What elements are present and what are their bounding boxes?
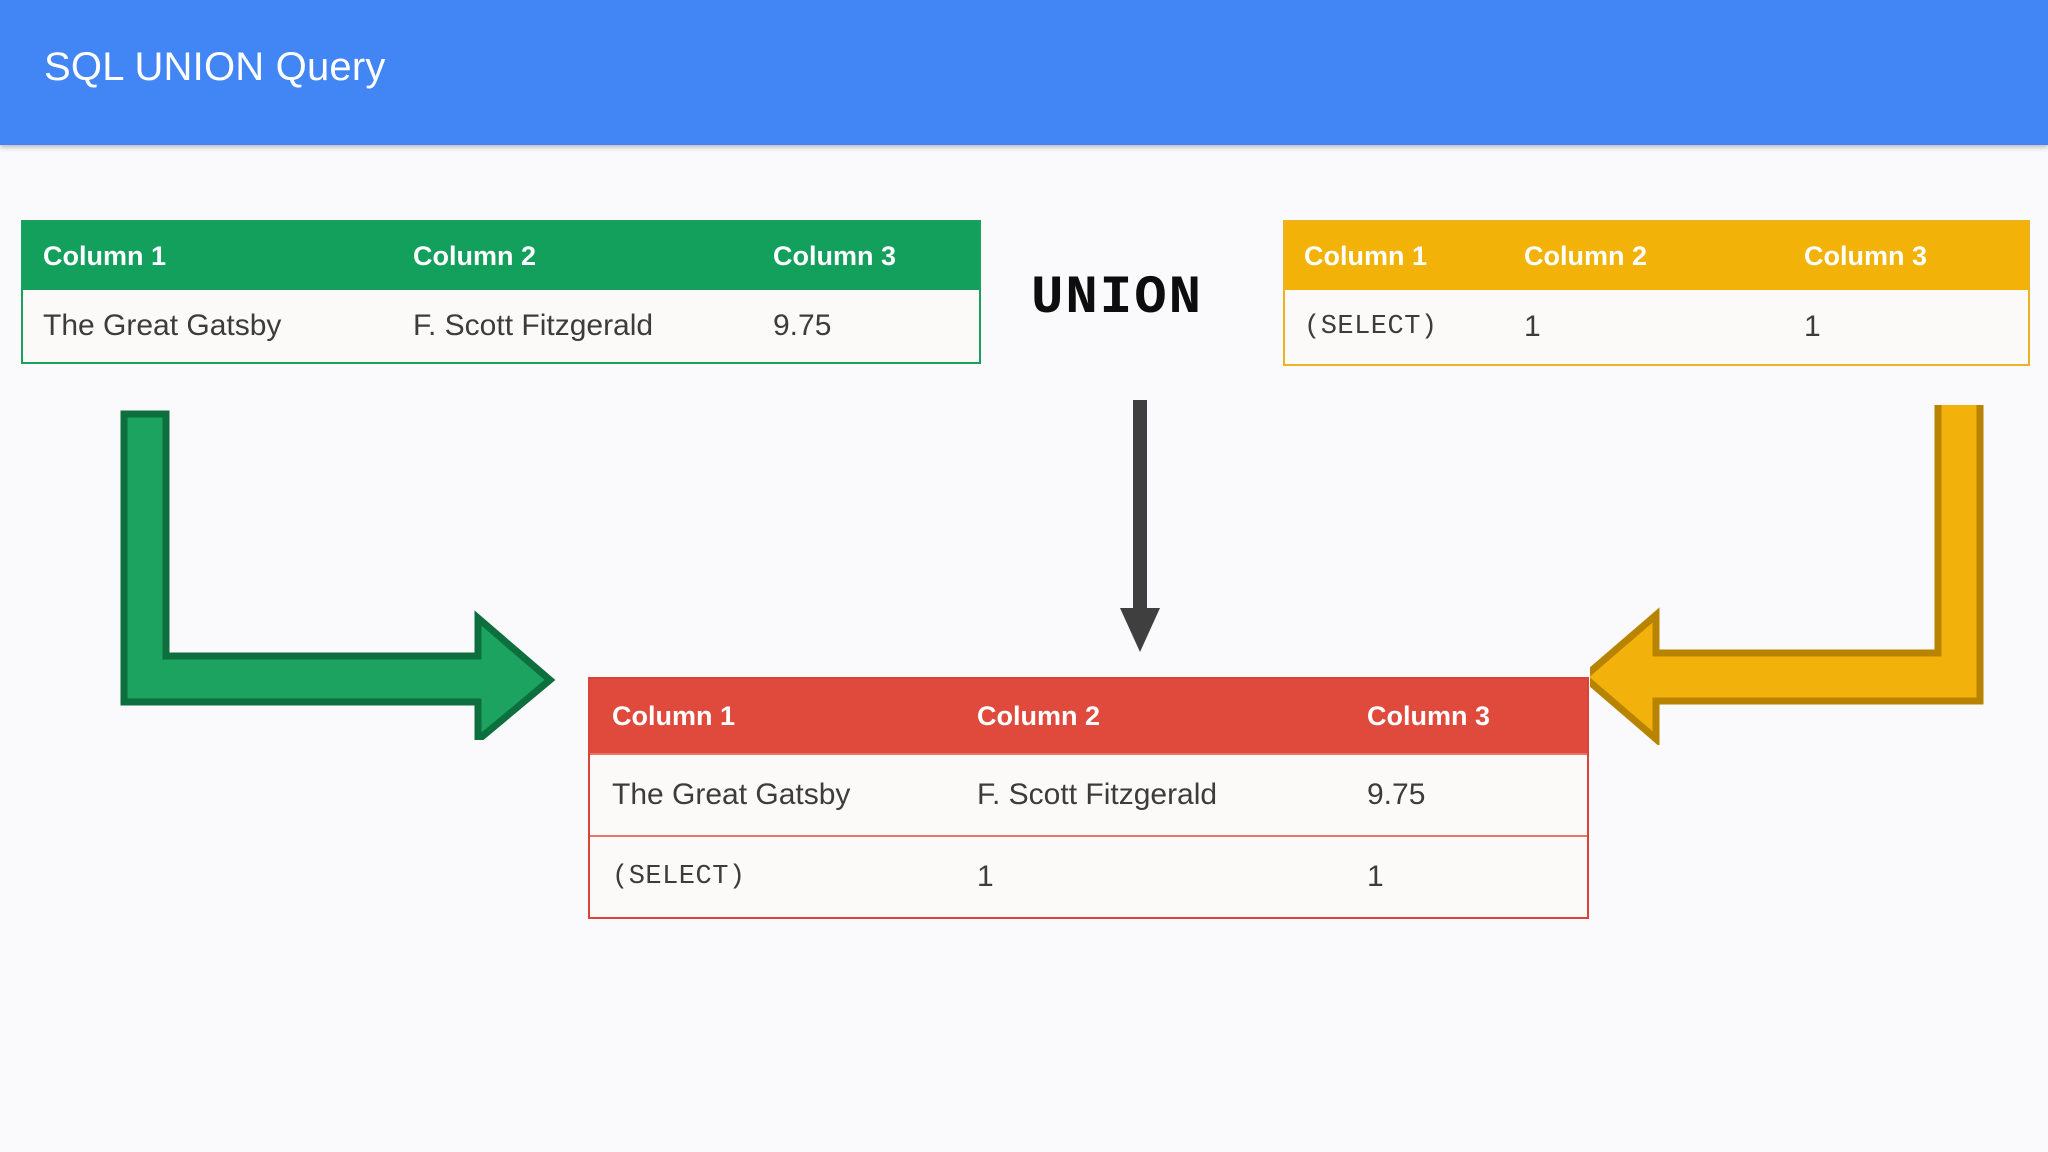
table-row: The Great Gatsby F. Scott Fitzgerald 9.7… — [23, 290, 979, 362]
column-header: Column 3 — [773, 240, 897, 271]
column-header: Column 1 — [1304, 240, 1428, 271]
table-cell: 1 — [1367, 860, 1384, 893]
table-row: (SELECT) 1 1 — [590, 835, 1587, 917]
yellow-elbow-arrow-icon — [1590, 405, 1984, 745]
left-source-table: Column 1 Column 2 Column 3 The Great Gat… — [21, 220, 981, 364]
column-header: Column 2 — [413, 240, 537, 271]
page-title: SQL UNION Query — [44, 45, 386, 89]
column-header: Column 3 — [1367, 700, 1491, 731]
table-cell: (SELECT) — [1304, 312, 1438, 342]
table-cell: 1 — [1524, 310, 1541, 343]
table-header-row: Column 1 Column 2 Column 3 — [1285, 222, 2028, 290]
column-header: Column 2 — [977, 700, 1101, 731]
result-table: Column 1 Column 2 Column 3 The Great Gat… — [588, 677, 1589, 919]
union-down-arrow-icon — [1120, 400, 1160, 652]
column-header: Column 1 — [612, 700, 736, 731]
green-elbow-arrow-icon — [120, 410, 556, 740]
right-source-table: Column 1 Column 2 Column 3 (SELECT) 1 1 — [1283, 220, 2030, 366]
table-cell: The Great Gatsby — [612, 778, 851, 811]
union-operator-label: UNION — [1031, 268, 1204, 329]
table-cell: The Great Gatsby — [43, 309, 282, 342]
table-cell: 1 — [1804, 310, 1821, 343]
table-row: The Great Gatsby F. Scott Fitzgerald 9.7… — [590, 753, 1587, 835]
table-header-row: Column 1 Column 2 Column 3 — [590, 679, 1587, 753]
table-cell: 9.75 — [1367, 778, 1426, 811]
app-header-bar: SQL UNION Query — [0, 0, 2048, 145]
column-header: Column 3 — [1804, 240, 1928, 271]
table-header-row: Column 1 Column 2 Column 3 — [23, 222, 979, 290]
table-cell: F. Scott Fitzgerald — [977, 778, 1218, 811]
column-header: Column 2 — [1524, 240, 1648, 271]
table-cell: F. Scott Fitzgerald — [413, 309, 654, 342]
table-row: (SELECT) 1 1 — [1285, 290, 2028, 364]
table-cell: 1 — [977, 860, 994, 893]
table-cell: 9.75 — [773, 309, 832, 342]
table-cell: (SELECT) — [612, 862, 746, 892]
column-header: Column 1 — [43, 240, 167, 271]
